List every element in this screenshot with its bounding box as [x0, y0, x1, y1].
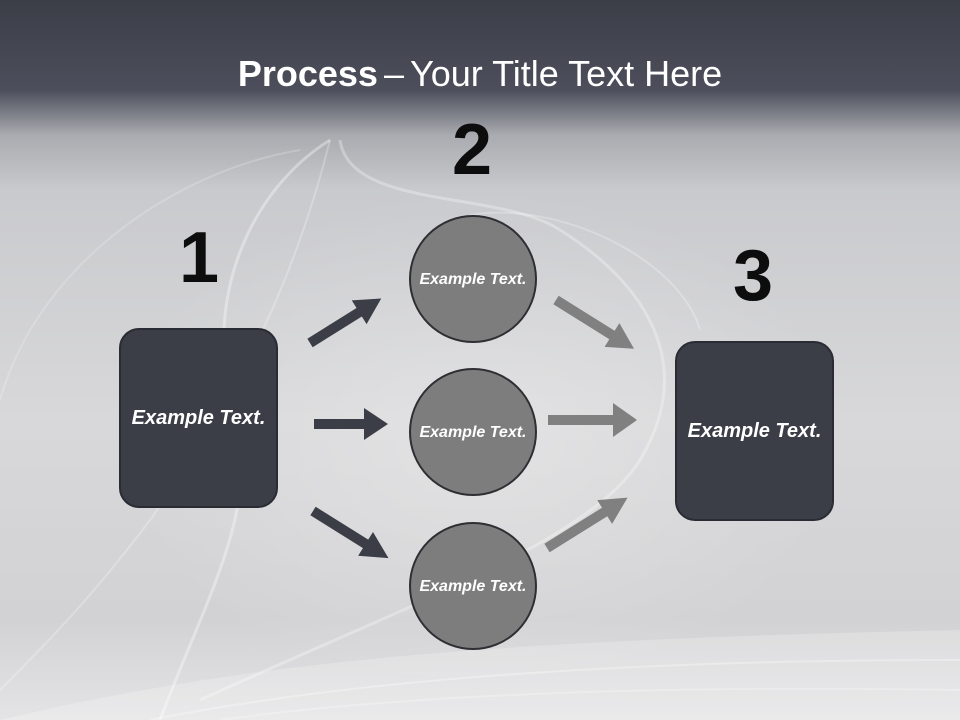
step-2-text-middle: Example Text.	[419, 423, 527, 441]
step-3-number: 3	[732, 236, 774, 316]
slide-title: Process–Your Title Text Here	[0, 52, 960, 96]
step-3-text: Example Text.	[687, 419, 822, 442]
title-bold: Process	[237, 53, 378, 94]
step-1-text: Example Text.	[131, 406, 266, 429]
title-rest: Your Title Text Here	[409, 53, 723, 94]
arrow-1-to-bottom	[310, 506, 389, 559]
title-separator: –	[383, 53, 404, 94]
step-2-circle-top: Example Text.	[409, 215, 537, 343]
arrow-1-to-middle	[314, 408, 388, 440]
arrow-top-to-3	[553, 295, 635, 349]
step-1-box: Example Text.	[119, 328, 278, 508]
arrow-bottom-to-3	[544, 497, 628, 553]
arrow-middle-to-3	[548, 403, 637, 437]
step-2-number: 2	[451, 110, 493, 190]
step-2-text-bottom: Example Text.	[419, 577, 527, 595]
step-2-circle-middle: Example Text.	[409, 368, 537, 496]
arrow-1-to-top	[307, 298, 382, 348]
step-2-circle-bottom: Example Text.	[409, 522, 537, 650]
step-1-number: 1	[178, 218, 220, 298]
step-2-text-top: Example Text.	[419, 270, 527, 288]
step-3-box: Example Text.	[675, 341, 834, 521]
